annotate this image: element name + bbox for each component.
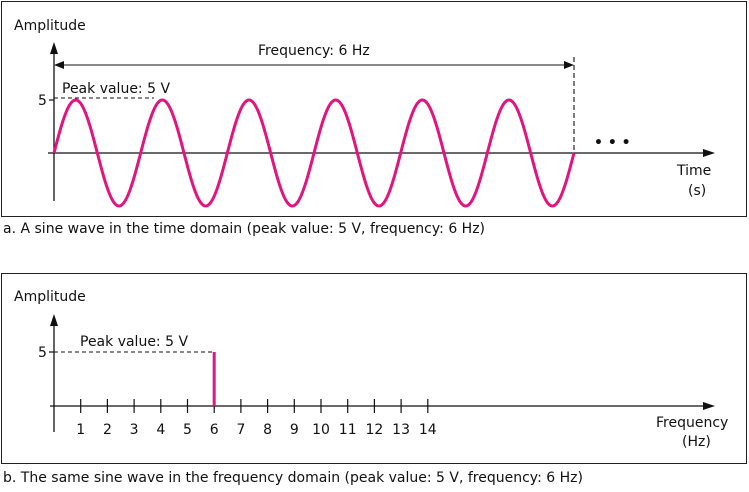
time-domain-panel: Amplitude Time (s) 5 Peak value: 5 V Fre…: [1, 1, 747, 217]
y-axis-label: Amplitude: [14, 18, 86, 34]
x-tick-label: 6: [210, 422, 219, 438]
x-axis-label-line2: (s): [688, 183, 706, 199]
sine-wave: [52, 98, 576, 208]
x-tick-label: 5: [183, 422, 192, 438]
time-domain-caption: a. A sine wave in the time domain (peak …: [3, 221, 486, 237]
x-tick-label: 8: [263, 422, 272, 438]
x-tick-label: 7: [236, 422, 245, 438]
x-axis-arrow: [703, 402, 715, 410]
x-tick-label: 1: [76, 422, 85, 438]
frequency-arrow-right: [564, 61, 574, 69]
x-tick-label: 4: [156, 422, 165, 438]
y-axis-arrow: [50, 42, 58, 54]
peak-label: Peak value: 5 V: [62, 81, 170, 97]
y-tick-label: 5: [38, 345, 47, 361]
frequency-domain-panel: Amplitude Frequency (Hz) 5 Peak value: 5…: [1, 273, 747, 464]
x-axis-label-line1: Frequency: [656, 415, 728, 431]
time-domain-chart: Amplitude Time (s) 5 Peak value: 5 V Fre…: [14, 18, 715, 208]
y-axis-label: Amplitude: [14, 289, 86, 305]
y-tick-label: 5: [38, 93, 47, 109]
frequency-domain-chart: Amplitude Frequency (Hz) 5 Peak value: 5…: [14, 289, 728, 450]
x-axis-arrow: [703, 149, 715, 157]
x-axis-label-line2: (Hz): [682, 434, 711, 450]
y-axis-arrow: [50, 314, 58, 326]
x-tick-label: 11: [339, 422, 357, 438]
x-tick-label: 9: [290, 422, 299, 438]
x-tick-label: 10: [312, 422, 330, 438]
frequency-label: Frequency: 6 Hz: [258, 43, 370, 59]
x-tick-label: 13: [392, 422, 410, 438]
x-tick-label: 3: [130, 422, 139, 438]
x-tick-label: 14: [419, 422, 437, 438]
frequency-arrow-left: [54, 61, 64, 69]
x-tick-label: 2: [103, 422, 112, 438]
x-tick-label: 12: [365, 422, 383, 438]
x-axis-label-line1: Time: [676, 163, 711, 179]
frequency-domain-caption: b. The same sine wave in the frequency d…: [3, 470, 583, 486]
continuation-dots: • • •: [594, 135, 631, 151]
peak-label: Peak value: 5 V: [80, 334, 188, 350]
